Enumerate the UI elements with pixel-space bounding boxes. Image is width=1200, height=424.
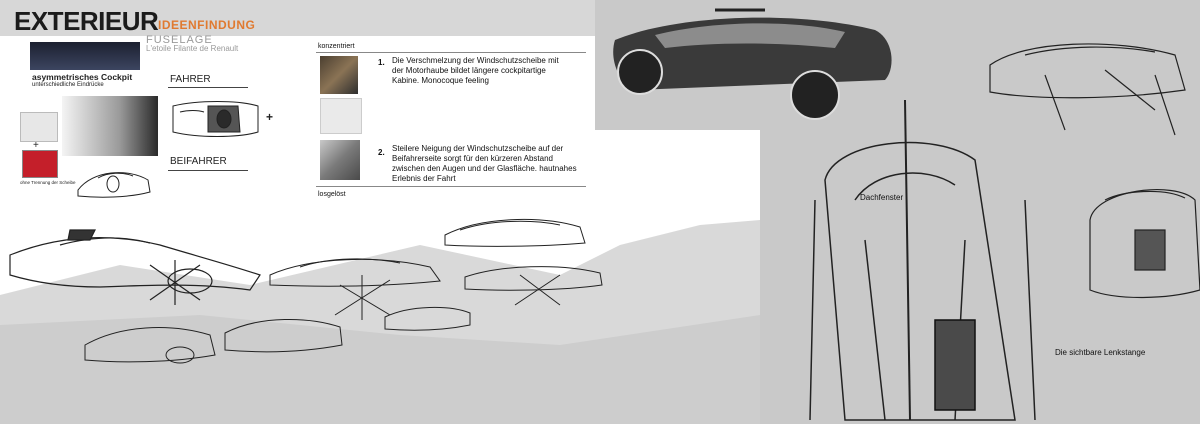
- point-1-number: 1.: [378, 58, 385, 67]
- etoile-label: L'etoile Filante de Renault: [146, 44, 239, 53]
- trennung-caption: ohne Trennung der Scheibe: [20, 180, 76, 185]
- car-sketch-1: [9, 229, 261, 305]
- interior-image-1: [320, 56, 358, 94]
- point-2-number: 2.: [378, 148, 385, 157]
- sketch-area-bottom-left: [0, 218, 760, 424]
- konzentriert-label: konzentriert: [318, 43, 355, 50]
- interior-image-2: [320, 98, 362, 134]
- red-car-image: [22, 150, 58, 178]
- fahrer-underline: [168, 87, 248, 88]
- losgeloest-label: losgelöst: [318, 191, 346, 198]
- car-sketch-4: [84, 306, 471, 364]
- car-side-image: [62, 96, 158, 156]
- beifahrer-underline: [168, 170, 248, 171]
- plus-sign-left: +: [33, 140, 39, 151]
- page-title: EXTERIEUR: [14, 6, 159, 36]
- fuselage-label: FUSELAGE: [146, 34, 213, 46]
- konzentriert-divider: [316, 52, 586, 53]
- page-subtitle: IDEENFINDUNG: [158, 18, 256, 32]
- top-view-sketch: [172, 101, 259, 137]
- cockpit-title: asymmetrisches Cockpit: [32, 72, 133, 82]
- header-bar: [0, 0, 595, 36]
- car-sketch-2: [269, 258, 441, 320]
- fahrer-label: FAHRER: [170, 74, 211, 85]
- windshield-image: [20, 112, 58, 142]
- point-2-text: Steilere Neigung der Windschutzscheibe a…: [392, 144, 577, 183]
- car-sketch-top-right: [989, 43, 1186, 136]
- cockpit-sketch: [77, 172, 151, 198]
- lenkstange-label: Die sichtbare Lenkstange: [1055, 348, 1146, 357]
- beifahrer-label: BEIFAHRER: [170, 156, 227, 167]
- rendered-car-side: [613, 8, 892, 120]
- point-1-text: Die Verschmelzung der Windschutzscheibe …: [392, 56, 559, 85]
- losgeloest-divider: [316, 186, 586, 187]
- sketch-area-right: [613, 8, 1200, 421]
- cockpit-image: [30, 42, 140, 70]
- plus-sign-mid: +: [266, 110, 274, 124]
- dachfenster-label: Dachfenster: [860, 193, 904, 202]
- car-sketch-3: [444, 218, 603, 306]
- cockpit-subtitle: unterschiedliche Eindrücke: [32, 82, 104, 88]
- car-top-view-sketch: [809, 99, 1036, 421]
- interior-image-3: [320, 140, 360, 180]
- car-rear-view-sketch: [1089, 189, 1200, 299]
